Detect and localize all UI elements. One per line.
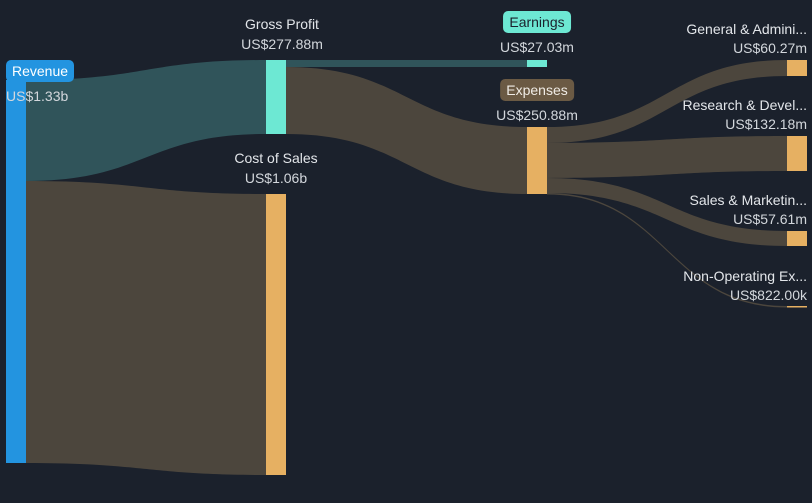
non-operating-name: Non-Operating Ex... [683, 268, 807, 284]
sales-marketing-value: US$57.61m [733, 211, 807, 227]
cost-of-sales-value: US$1.06b [244, 170, 308, 186]
sales-marketing-name: Sales & Marketin... [689, 192, 808, 208]
link-gross-profit-to-expenses [286, 67, 527, 194]
node-gross-profit [266, 60, 286, 134]
earnings-label: Earnings US$27.03m [500, 11, 574, 55]
research-dev-value: US$132.18m [725, 116, 807, 132]
link-expenses-to-general-admin [547, 60, 787, 143]
link-expenses-to-sales-marketing [547, 178, 787, 246]
node-non-operating [787, 306, 807, 308]
sales-marketing-label: Sales & Marketin... US$57.61m [690, 192, 808, 227]
non-operating-value: US$822.00k [729, 287, 807, 303]
cost-of-sales-label: Cost of Sales US$1.06b [234, 150, 317, 186]
earnings-pill: Earnings [503, 11, 571, 33]
gross-profit-label: Gross Profit US$277.88m [241, 16, 323, 52]
gross-profit-name: Gross Profit [245, 16, 319, 32]
earnings-value: US$27.03m [500, 39, 574, 55]
research-dev-name: Research & Devel... [682, 97, 808, 113]
gross-profit-value: US$277.88m [241, 36, 323, 52]
link-expenses-to-non-operating [547, 193, 787, 308]
expenses-pill: Expenses [500, 79, 574, 101]
node-earnings [527, 60, 547, 67]
node-revenue [6, 80, 26, 463]
node-sales-marketing [787, 231, 807, 246]
link-revenue-to-cost-of-sales [26, 181, 266, 475]
general-admin-value: US$60.27m [733, 40, 807, 56]
revenue-pill: Revenue [6, 60, 75, 82]
revenue-label: Revenue US$1.33b [6, 60, 75, 104]
link-revenue-to-gross-profit [26, 60, 266, 181]
general-admin-name: General & Admini... [686, 21, 807, 37]
non-operating-label: Non-Operating Ex... US$822.00k [683, 268, 807, 303]
node-cost-of-sales [266, 194, 286, 475]
cost-of-sales-name: Cost of Sales [234, 150, 318, 166]
node-expenses [527, 127, 547, 194]
link-expenses-to-research-dev [547, 136, 787, 178]
node-research-dev [787, 136, 807, 171]
research-dev-label: Research & Devel... US$132.18m [683, 97, 808, 132]
expenses-label: Expenses US$250.88m [496, 79, 578, 123]
link-gross-profit-to-earnings [286, 60, 527, 67]
general-admin-label: General & Admini... US$60.27m [686, 21, 807, 56]
expenses-value: US$250.88m [496, 107, 578, 123]
node-general-admin [787, 60, 807, 76]
revenue-value: US$1.33b [6, 88, 69, 104]
